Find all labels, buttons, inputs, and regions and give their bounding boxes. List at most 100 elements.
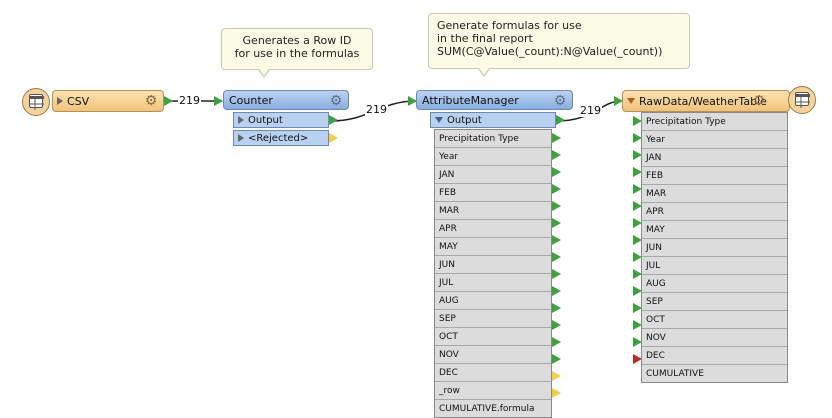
counter-rejected-port[interactable]: <Rejected> — [233, 130, 329, 146]
reader-output-port[interactable] — [164, 96, 173, 106]
attribute-input-port[interactable] — [633, 269, 642, 279]
annotation-pointer — [258, 69, 270, 78]
attribute-output-port[interactable] — [552, 150, 561, 160]
attribute-input-port[interactable] — [633, 116, 642, 126]
attribute-input-port[interactable] — [633, 303, 642, 313]
attribute-input-port[interactable] — [633, 150, 642, 160]
attribute-item[interactable]: JUN — [435, 256, 551, 274]
attribute-output-port[interactable] — [552, 303, 561, 313]
counter-annotation[interactable]: Generates a Row ID for use in the formul… — [221, 28, 373, 70]
attribute-item[interactable]: AUG — [642, 275, 787, 293]
attribute-output-port[interactable] — [552, 354, 561, 364]
attribute-item[interactable]: DEC — [435, 364, 551, 382]
attribute-item[interactable]: NOV — [642, 329, 787, 347]
attrmgr-output-port[interactable]: Output — [430, 112, 556, 128]
attribute-item[interactable]: JUL — [642, 257, 787, 275]
gear-icon[interactable]: ⚙ — [144, 93, 158, 109]
attribute-item[interactable]: MAR — [435, 202, 551, 220]
attribute-output-port[interactable] — [552, 235, 561, 245]
counter-input-port[interactable] — [214, 96, 223, 106]
output-connector[interactable] — [329, 115, 338, 125]
attribute-output-port[interactable] — [552, 252, 561, 262]
attribute-item[interactable]: MAR — [642, 185, 787, 203]
attribute-item[interactable]: FEB — [435, 184, 551, 202]
rejected-connector[interactable] — [329, 133, 338, 143]
output-connector[interactable] — [556, 115, 565, 125]
gear-icon[interactable]: ⚙ — [553, 93, 567, 109]
attribute-item[interactable]: JUL — [435, 274, 551, 292]
attribute-input-port[interactable] — [633, 235, 642, 245]
attribute-item[interactable]: CUMULATIVE — [642, 365, 787, 382]
attribute-output-port[interactable] — [552, 388, 561, 398]
attribute-input-port[interactable] — [633, 286, 642, 296]
attribute-item[interactable]: Year — [642, 131, 787, 149]
table-icon — [29, 94, 44, 110]
attrmgr-title: AttributeManager — [422, 93, 519, 107]
expand-icon[interactable] — [238, 116, 244, 124]
attribute-item[interactable]: CUMULATIVE.formula — [435, 400, 551, 417]
collapse-icon[interactable] — [627, 98, 635, 104]
attribute-output-port[interactable] — [552, 184, 561, 194]
attribute-input-port[interactable] — [633, 184, 642, 194]
attribute-input-port[interactable] — [633, 167, 642, 177]
writer-input-port[interactable] — [614, 96, 623, 106]
attribute-output-port[interactable] — [552, 371, 561, 381]
gear-icon[interactable]: ⚙ — [752, 93, 766, 109]
attribute-output-port[interactable] — [552, 269, 561, 279]
attribute-item[interactable]: JAN — [642, 149, 787, 167]
attribute-output-port[interactable] — [552, 286, 561, 296]
writer-attribute-list: Precipitation Type Year JAN FEB MAR APR … — [641, 112, 788, 383]
attribute-item[interactable]: MAY — [435, 238, 551, 256]
attribute-item[interactable]: JAN — [435, 166, 551, 184]
attribute-input-port[interactable] — [633, 133, 642, 143]
attribute-output-port[interactable] — [552, 218, 561, 228]
port-label: Output — [447, 114, 482, 126]
attribute-input-port[interactable] — [633, 252, 642, 262]
attribute-item[interactable]: JUN — [642, 239, 787, 257]
feature-count: 219 — [365, 103, 388, 116]
attribute-item[interactable]: Precipitation Type — [642, 113, 787, 131]
feature-count: 219 — [579, 104, 602, 117]
writer-feature-type[interactable]: RawData/WeatherTable ⚙ — [622, 90, 790, 112]
attribute-item[interactable]: SEP — [435, 310, 551, 328]
attribute-item[interactable]: _row — [435, 382, 551, 400]
attribute-input-port[interactable] — [633, 320, 642, 330]
attribute-output-port[interactable] — [552, 133, 561, 143]
attribute-input-port[interactable] — [633, 337, 642, 347]
attribute-item[interactable]: APR — [642, 203, 787, 221]
counter-title: Counter — [229, 93, 273, 107]
attribute-item[interactable]: OCT — [435, 328, 551, 346]
attribute-output-port[interactable] — [552, 167, 561, 177]
attribute-item[interactable]: Year — [435, 148, 551, 166]
attribute-item[interactable]: FEB — [642, 167, 787, 185]
attribute-manager-transformer[interactable]: AttributeManager ⚙ — [416, 90, 573, 110]
annotation-line: in the final report — [437, 32, 533, 45]
writer-title: RawData/WeatherTable — [639, 94, 767, 108]
attribute-item[interactable]: SEP — [642, 293, 787, 311]
attribute-output-port[interactable] — [552, 337, 561, 347]
counter-transformer[interactable]: Counter ⚙ — [223, 90, 349, 110]
csv-reader[interactable]: CSV ⚙ — [52, 90, 164, 112]
expand-icon[interactable] — [238, 134, 244, 142]
attribute-item[interactable]: Precipitation Type — [435, 130, 551, 148]
attribute-output-port[interactable] — [552, 201, 561, 211]
attribute-item[interactable]: AUG — [435, 292, 551, 310]
attribute-item[interactable]: NOV — [435, 346, 551, 364]
attribute-item[interactable]: DEC — [642, 347, 787, 365]
attribute-input-port[interactable] — [633, 354, 642, 364]
attribute-manager-annotation[interactable]: Generate formulas for use in the final r… — [428, 13, 690, 69]
expand-icon[interactable] — [57, 97, 63, 105]
attribute-input-port[interactable] — [633, 218, 642, 228]
attribute-item[interactable]: OCT — [642, 311, 787, 329]
table-icon — [795, 92, 810, 108]
gear-icon[interactable]: ⚙ — [329, 93, 343, 109]
counter-output-port[interactable]: Output — [233, 112, 329, 128]
attrmgr-input-port[interactable] — [408, 96, 417, 106]
attribute-item[interactable]: MAY — [642, 221, 787, 239]
feature-count: 219 — [178, 94, 201, 107]
attribute-item[interactable]: APR — [435, 220, 551, 238]
attribute-output-port[interactable] — [552, 320, 561, 330]
port-label: <Rejected> — [248, 132, 309, 144]
collapse-icon[interactable] — [435, 117, 443, 123]
attribute-input-port[interactable] — [633, 201, 642, 211]
